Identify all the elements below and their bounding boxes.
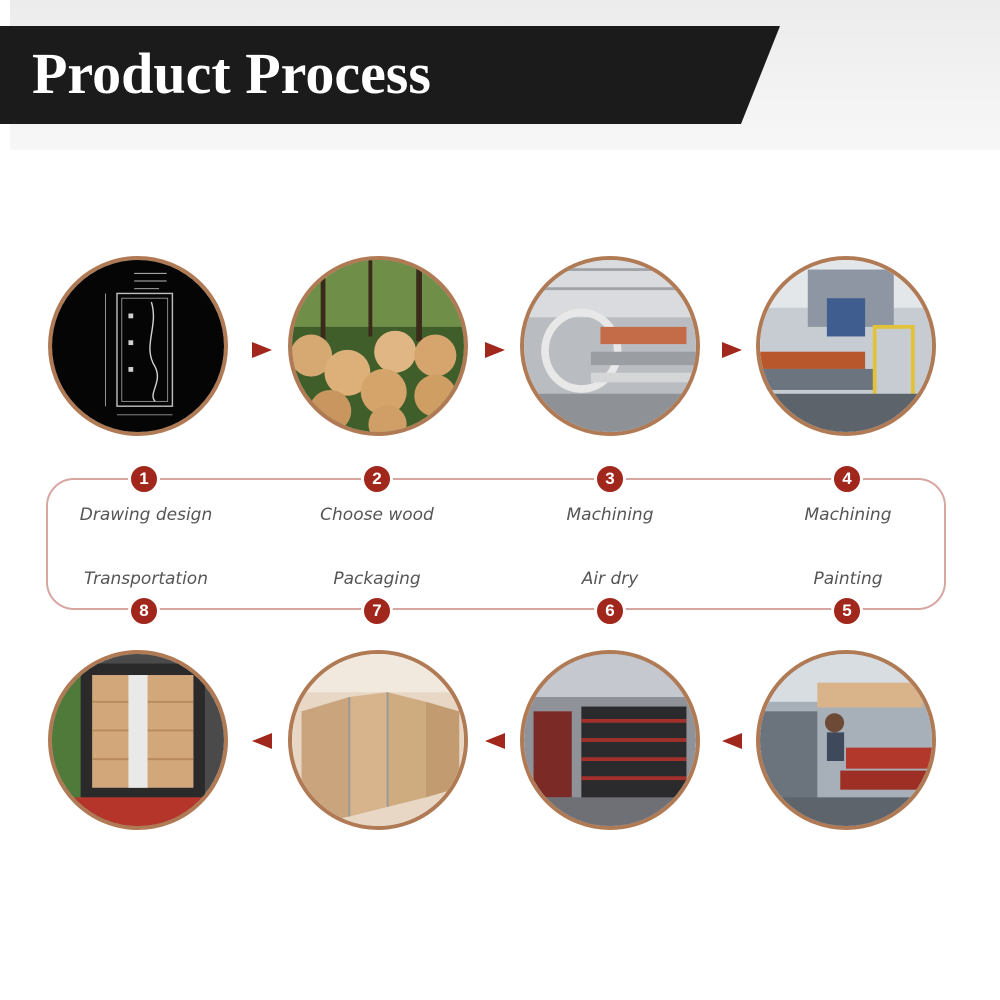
arrow-right-icon bbox=[722, 342, 742, 358]
step-8-badge: 8 bbox=[128, 595, 160, 627]
step-7-badge: 7 bbox=[361, 595, 393, 627]
step-6-label: Air dry bbox=[581, 569, 639, 589]
step-5-label: Painting bbox=[813, 569, 883, 589]
step-5-badge: 5 bbox=[831, 595, 863, 627]
arrow-left-icon bbox=[485, 733, 505, 749]
step-1-badge: 1 bbox=[128, 463, 160, 495]
step-8-label: Transportation bbox=[84, 569, 208, 589]
step-3-photo bbox=[520, 256, 700, 436]
step-6-badge: 6 bbox=[594, 595, 626, 627]
step-4-label: Machining bbox=[804, 505, 892, 525]
page-title: Product Process bbox=[32, 41, 431, 106]
step-4-badge: 4 bbox=[831, 463, 863, 495]
title-bar bbox=[0, 26, 780, 124]
step-2-badge: 2 bbox=[361, 463, 393, 495]
step-2-photo bbox=[288, 256, 468, 436]
step-7-label: Packaging bbox=[333, 569, 421, 589]
step-4-photo bbox=[756, 256, 936, 436]
step-3-label: Machining bbox=[566, 505, 654, 525]
arrow-right-icon bbox=[485, 342, 505, 358]
arrow-right-icon bbox=[252, 342, 272, 358]
step-8-photo bbox=[48, 650, 228, 830]
step-1-photo bbox=[48, 256, 228, 436]
step-3-badge: 3 bbox=[594, 463, 626, 495]
arrow-left-icon bbox=[722, 733, 742, 749]
step-1-label: Drawing design bbox=[79, 505, 213, 525]
step-6-photo bbox=[520, 650, 700, 830]
step-5-photo bbox=[756, 650, 936, 830]
process-track bbox=[46, 478, 946, 610]
arrow-left-icon bbox=[252, 733, 272, 749]
step-7-photo bbox=[288, 650, 468, 830]
step-2-label: Choose wood bbox=[320, 505, 434, 525]
